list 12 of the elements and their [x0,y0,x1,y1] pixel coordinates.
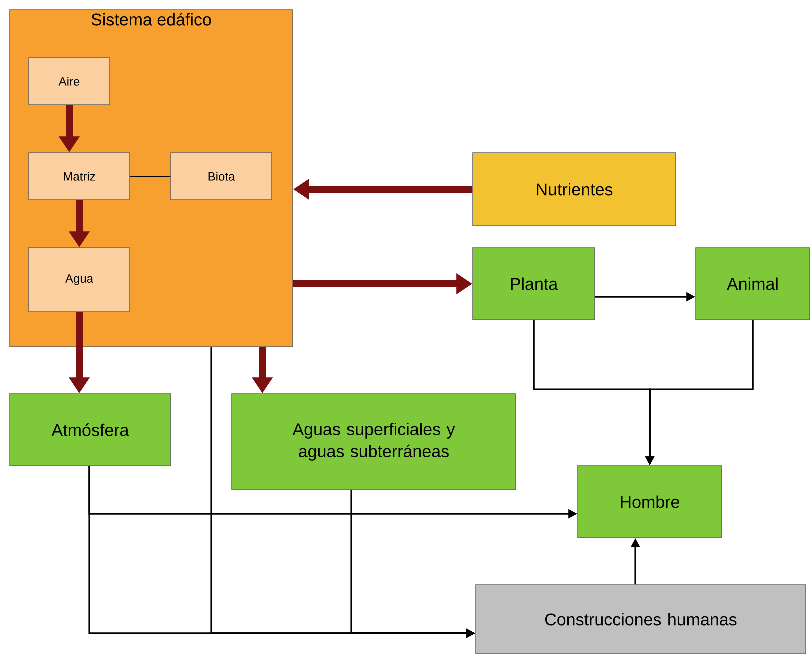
process-box: Atmósfera [10,394,172,466]
process-box: Construcciones humanas [476,584,806,654]
component-box: Aire [28,58,110,106]
process-box: Animal [696,248,810,320]
component-box: Agua [28,248,130,312]
component-box: Matriz [28,152,130,200]
process-box: Hombre [578,466,722,538]
connector-line [130,176,172,177]
component-box: Biota [170,152,272,200]
process-box: Aguas superficiales y aguas subterráneas [232,394,516,490]
process-box: Planta [472,248,596,320]
process-box: Nutrientes [472,152,676,226]
